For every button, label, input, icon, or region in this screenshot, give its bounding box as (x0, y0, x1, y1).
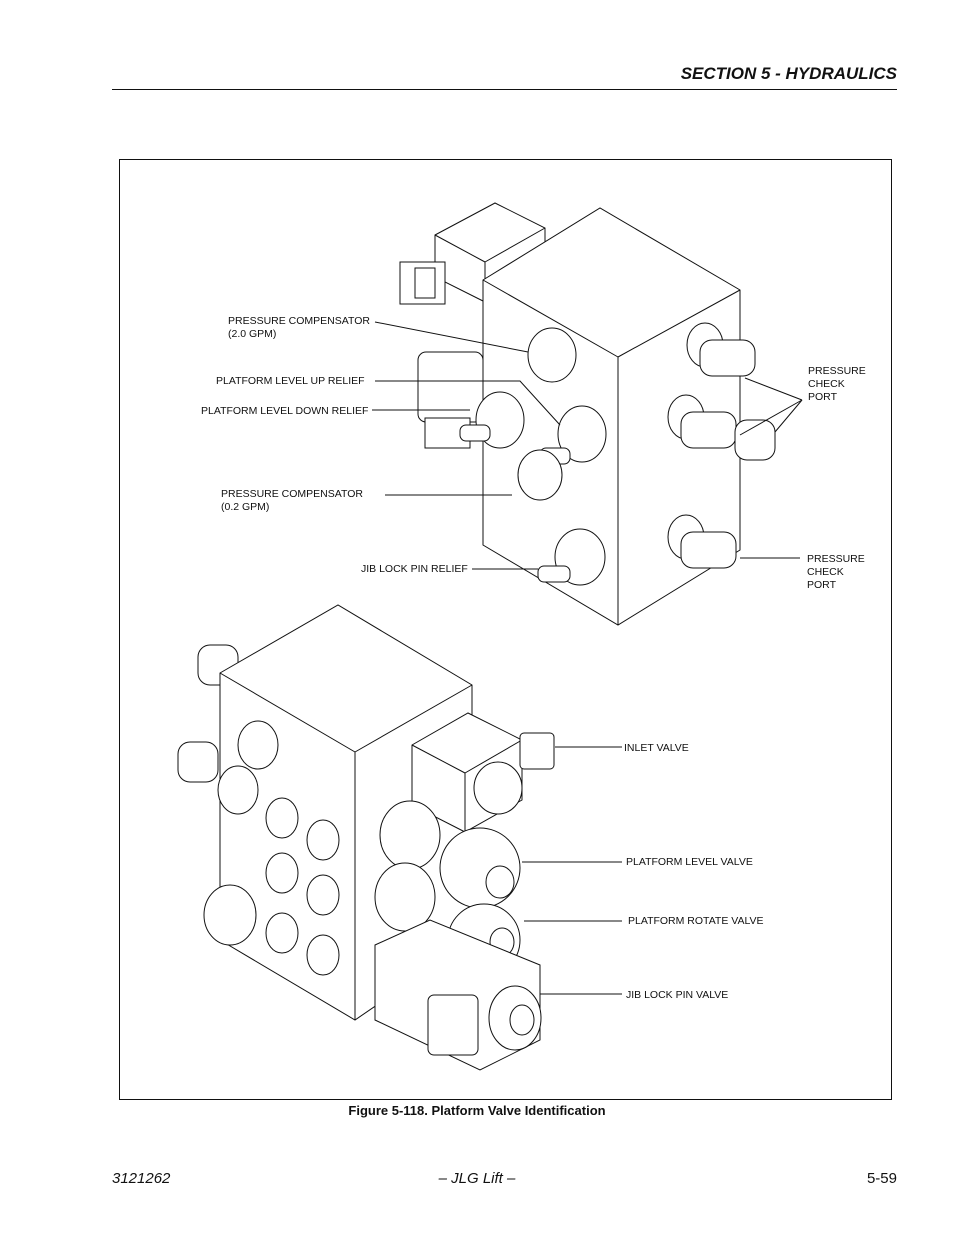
label-pressure-check-port-2-line1: PRESSURE (807, 553, 865, 565)
label-platform-level-up-relief: PLATFORM LEVEL UP RELIEF (216, 375, 365, 387)
label-platform-rotate-valve: PLATFORM ROTATE VALVE (628, 915, 764, 927)
label-platform-level-down-relief: PLATFORM LEVEL DOWN RELIEF (201, 405, 368, 417)
label-jib-lock-pin-relief: JIB LOCK PIN RELIEF (361, 563, 468, 575)
label-jib-lock-pin-valve: JIB LOCK PIN VALVE (626, 989, 728, 1001)
label-pressure-compensator-2-line1: PRESSURE COMPENSATOR (228, 315, 370, 327)
label-pressure-check-port-2-line3: PORT (807, 579, 837, 591)
upper-valve-block (399, 202, 776, 626)
label-platform-level-valve: PLATFORM LEVEL VALVE (626, 856, 753, 868)
label-pressure-compensator-02-line1: PRESSURE COMPENSATOR (221, 488, 363, 500)
header-rule (112, 89, 897, 90)
label-pressure-check-port-1-line2: CHECK (808, 378, 845, 390)
figure-caption: Figure 5-118. Platform Valve Identificat… (348, 1103, 606, 1118)
figure-frame (119, 159, 892, 1100)
leader-lines (372, 321, 803, 995)
label-pressure-check-port-2-line2: CHECK (807, 566, 844, 578)
footer-center: – JLG Lift – (438, 1170, 516, 1187)
label-inlet-valve: INLET VALVE (624, 742, 689, 754)
label-pressure-check-port-1-line3: PORT (808, 391, 838, 403)
label-pressure-compensator-2-line2: (2.0 GPM) (228, 328, 276, 340)
section-header: SECTION 5 - HYDRAULICS (680, 64, 897, 83)
lower-valve-block (177, 604, 555, 1071)
label-pressure-compensator-02-line2: (0.2 GPM) (221, 501, 269, 513)
footer-page-number: 5-59 (866, 1170, 897, 1187)
footer-doc-number: 3121262 (112, 1170, 171, 1187)
label-pressure-check-port-1-line1: PRESSURE (808, 365, 866, 377)
